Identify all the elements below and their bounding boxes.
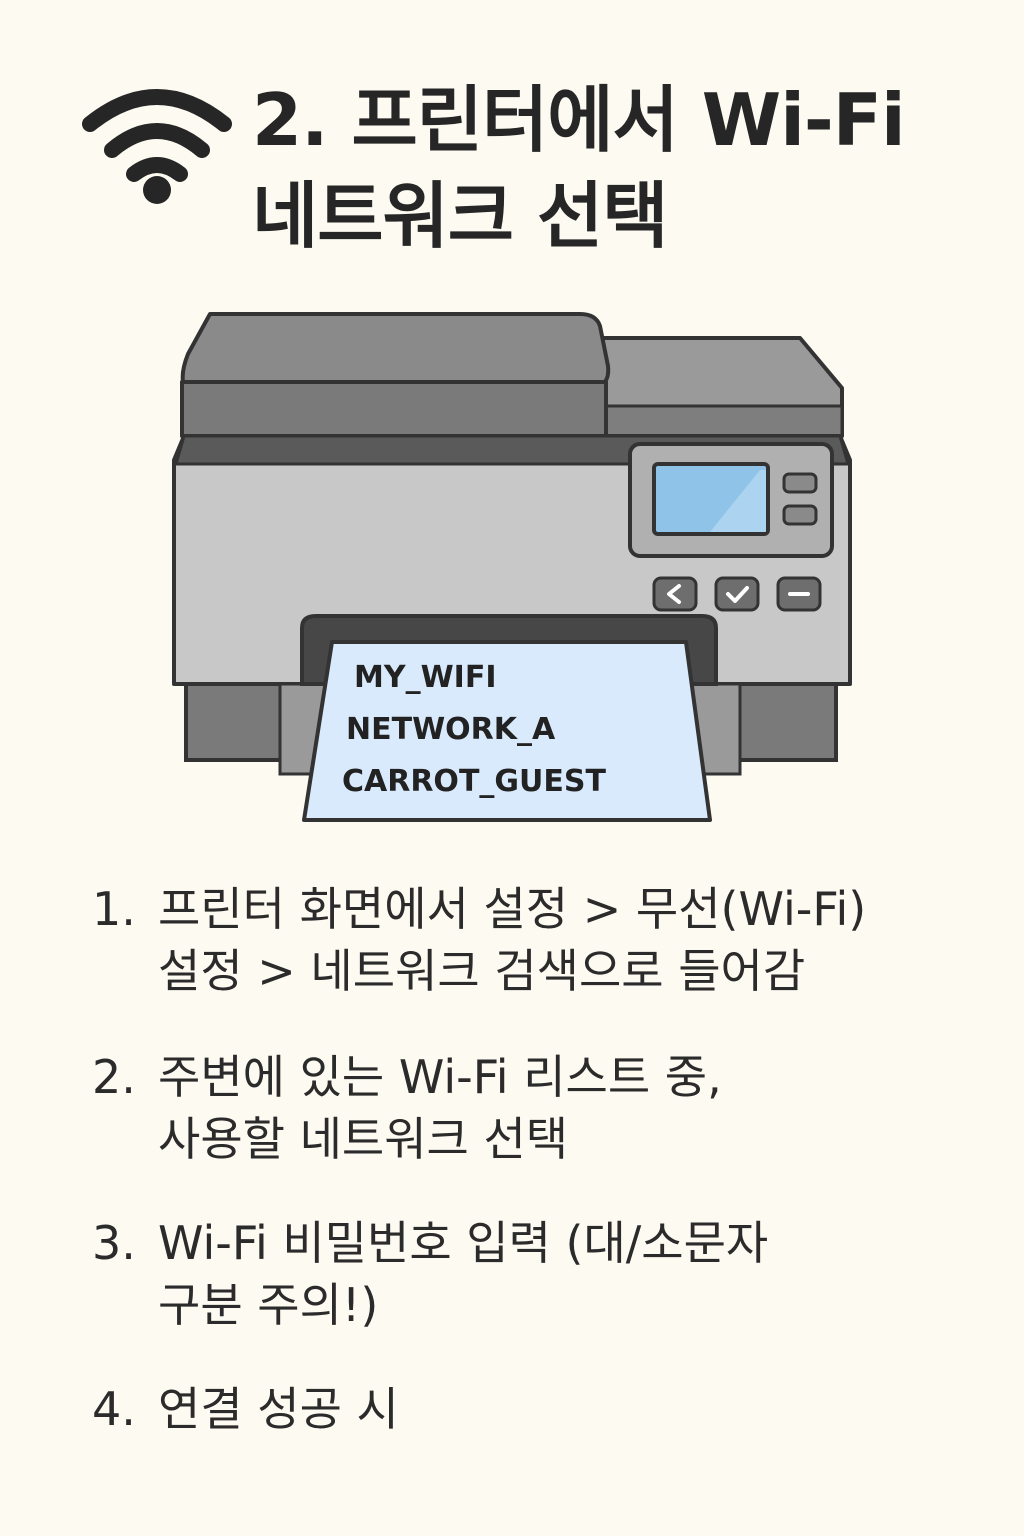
step-text: 연결 성공 시	[158, 1378, 958, 1440]
step-text-line: 구분 주의!)	[158, 1278, 379, 1332]
title-line-2: 네트워크 선택	[252, 174, 669, 258]
step-text-line: 주변에 있는 Wi-Fi 리스트 중,	[158, 1050, 722, 1104]
step-number: 3.	[92, 1216, 136, 1270]
header: 2. 프린터에서 Wi-Fi 네트워크 선택	[0, 0, 1024, 280]
ok-button[interactable]	[714, 576, 760, 612]
title-line-1: 2. 프린터에서 Wi-Fi	[252, 78, 906, 162]
network-item[interactable]: MY_WIFI	[354, 660, 497, 695]
back-button[interactable]	[652, 576, 698, 612]
step-number: 4.	[92, 1382, 136, 1436]
network-list: MY_WIFI NETWORK_A CARROT_GUEST	[340, 656, 660, 812]
step-text-line: 프린터 화면에서 설정 > 무선(Wi-Fi)	[158, 882, 867, 936]
step-text-line: 설정 > 네트워크 검색으로 들어감	[158, 944, 806, 998]
printer-illustration	[172, 312, 852, 822]
wifi-icon	[82, 89, 232, 204]
step-text-line: Wi-Fi 비밀번호 입력 (대/소문자	[158, 1216, 769, 1270]
step-number: 2.	[92, 1050, 136, 1104]
check-icon	[726, 586, 749, 603]
step-text: Wi-Fi 비밀번호 입력 (대/소문자 구분 주의!)	[158, 1212, 958, 1336]
step-text: 프린터 화면에서 설정 > 무선(Wi-Fi) 설정 > 네트워크 검색으로 들…	[158, 878, 958, 1002]
step-number: 1.	[92, 882, 136, 936]
step-text-line: 연결 성공 시	[158, 1382, 399, 1436]
minus-button[interactable]	[776, 576, 822, 612]
step-text-line: 사용할 네트워크 선택	[158, 1112, 569, 1166]
chevron-left-icon	[667, 584, 681, 604]
paper-sheet	[302, 640, 712, 822]
page-title: 2. 프린터에서 Wi-Fi 네트워크 선택	[252, 72, 906, 264]
network-item[interactable]: NETWORK_A	[346, 712, 556, 747]
network-item[interactable]: CARROT_GUEST	[342, 764, 606, 799]
step-text: 주변에 있는 Wi-Fi 리스트 중, 사용할 네트워크 선택	[158, 1046, 958, 1170]
